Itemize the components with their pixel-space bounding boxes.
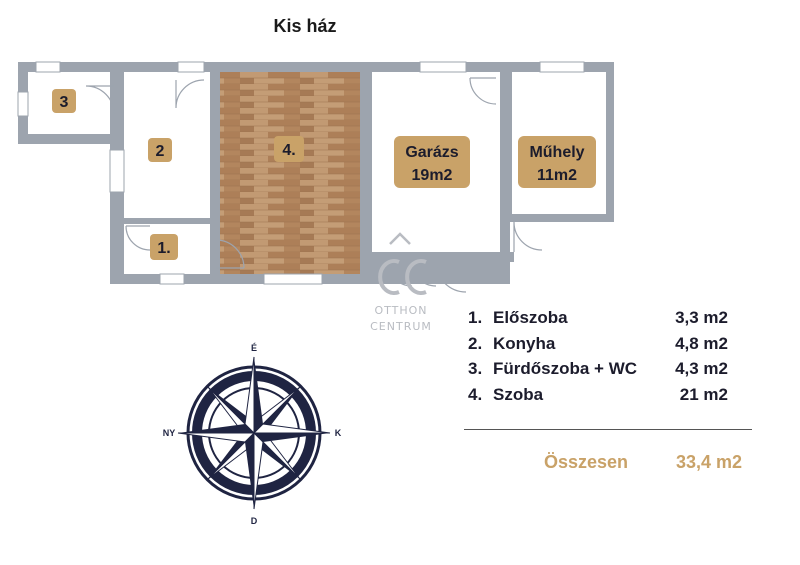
legend-number: 3. <box>468 359 483 378</box>
total-label: Összesen <box>544 452 629 472</box>
room-label-workshop: Műhely 11m2 <box>518 136 596 188</box>
logo-mark <box>378 232 427 295</box>
legend-room-name: Előszoba <box>493 308 568 327</box>
total-value: 33,4 m2 <box>675 452 742 472</box>
room-label-garage: Garázs 19m2 <box>394 136 470 188</box>
legend-number: 2. <box>468 334 483 353</box>
legend-area: 4,3 m2 <box>675 359 728 378</box>
svg-text:Műhely: Műhely <box>529 144 584 161</box>
room-label-4: 4. <box>274 136 304 162</box>
room-label-2: 2 <box>148 138 172 162</box>
svg-text:4.: 4. <box>282 142 295 159</box>
legend-row: 4. Szoba <box>468 384 543 406</box>
legend-room-name: Szoba <box>493 385 544 404</box>
legend-number: 4. <box>468 385 483 404</box>
doors <box>85 77 543 293</box>
legend-area: 3,3 m2 <box>675 308 728 327</box>
logo-line-2: CENTRUM <box>370 320 432 333</box>
plan-title: Kis ház <box>273 16 337 36</box>
compass-cardinal-points <box>177 356 331 510</box>
svg-text:2: 2 <box>156 143 165 160</box>
svg-text:11m2: 11m2 <box>537 167 577 184</box>
legend-divider <box>464 429 752 430</box>
compass-south: D <box>251 516 258 526</box>
svg-text:Garázs: Garázs <box>405 144 458 161</box>
legend-number: 1. <box>468 308 483 327</box>
compass-diagonal-points <box>207 386 301 480</box>
legend-room-name: Konyha <box>493 334 556 353</box>
svg-text:3: 3 <box>60 94 69 111</box>
compass-north: É <box>251 343 257 353</box>
legend-area: 21 m2 <box>679 385 728 404</box>
legend-row: 1. Előszoba <box>468 307 568 329</box>
legend-row: 2. Konyha <box>468 333 555 355</box>
legend-row: 3. Fürdőszoba + WC <box>468 358 637 380</box>
room-label-1: 1. <box>150 234 178 260</box>
room-label-3: 3 <box>52 89 76 113</box>
logo-line-1: OTTHON <box>374 304 428 317</box>
svg-text:1.: 1. <box>157 240 170 257</box>
compass-west: NY <box>163 428 176 438</box>
windows <box>17 61 585 285</box>
svg-text:19m2: 19m2 <box>412 167 453 184</box>
legend-area: 4,8 m2 <box>675 334 728 353</box>
compass-rose: É D K NY <box>163 343 342 526</box>
walls <box>18 62 614 284</box>
compass-east: K <box>335 428 342 438</box>
legend-room-name: Fürdőszoba + WC <box>493 359 638 378</box>
